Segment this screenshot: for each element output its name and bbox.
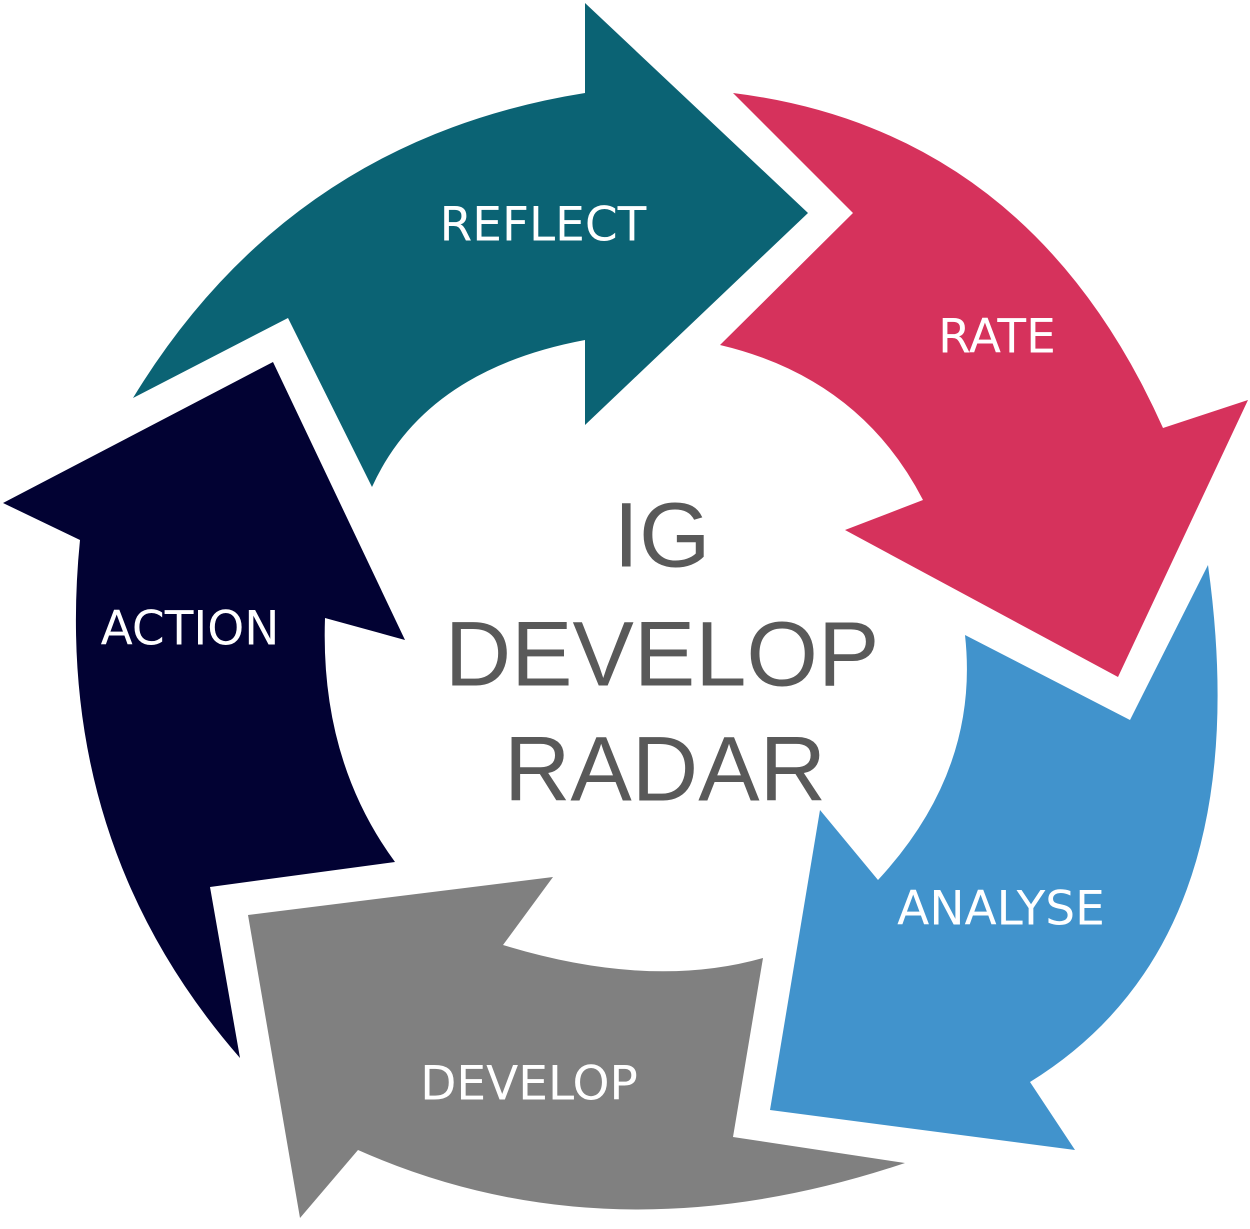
analyse-label: ANALYSE — [897, 882, 1105, 937]
rate-arrow — [720, 93, 1248, 677]
reflect-label: REFLECT — [440, 198, 647, 253]
action-arrow — [3, 362, 405, 1058]
develop-arrow — [248, 877, 905, 1218]
center-title-line-1: IG — [613, 484, 710, 586]
reflect-arrow — [133, 3, 808, 487]
develop-label: DEVELOP — [420, 1057, 638, 1112]
center-title-line-3: RADAR — [504, 718, 826, 820]
action-label: ACTION — [101, 602, 280, 657]
rate-label: RATE — [938, 310, 1056, 365]
center-title-line-2: DEVELOP — [445, 603, 880, 705]
analyse-arrow — [770, 565, 1218, 1150]
